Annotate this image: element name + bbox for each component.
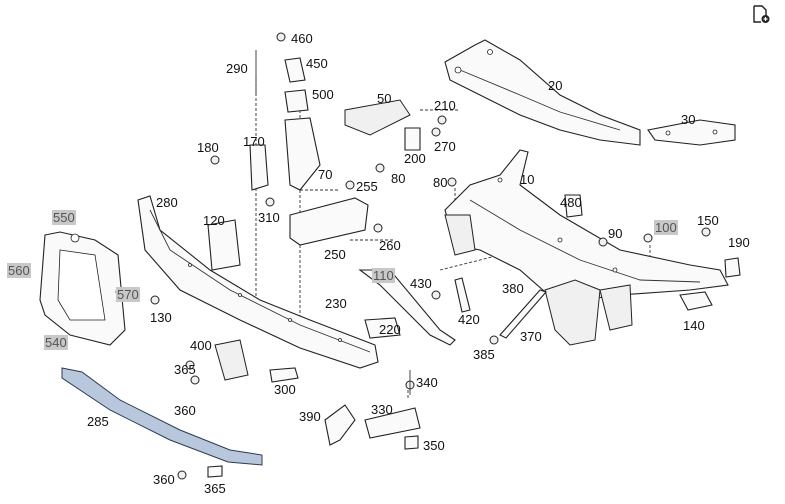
- label-300: 300: [274, 382, 296, 397]
- label-360-a: 360: [174, 403, 196, 418]
- label-290: 290: [226, 61, 248, 76]
- part-20-cross-member: [444, 39, 641, 146]
- label-285: 285: [87, 414, 109, 429]
- label-310: 310: [258, 210, 280, 225]
- label-365-b: 365: [204, 481, 226, 496]
- label-400: 400: [190, 338, 212, 353]
- label-50: 50: [377, 91, 392, 106]
- label-480: 480: [560, 195, 582, 210]
- label-200: 200: [404, 151, 426, 166]
- label-560[interactable]: 560: [7, 263, 31, 278]
- label-370: 370: [520, 329, 542, 344]
- label-150: 150: [697, 213, 719, 228]
- label-80-b: 80: [433, 175, 448, 190]
- part-30-bracket: [647, 119, 736, 146]
- label-540[interactable]: 540: [44, 335, 68, 350]
- add-page-icon[interactable]: [751, 4, 771, 24]
- label-390: 390: [299, 409, 321, 424]
- label-570[interactable]: 570: [116, 287, 140, 302]
- label-460: 460: [291, 31, 313, 46]
- label-420: 420: [458, 312, 480, 327]
- label-70: 70: [318, 167, 333, 182]
- label-365-a: 365: [174, 362, 196, 377]
- label-280: 280: [156, 195, 178, 210]
- label-220: 220: [379, 322, 401, 337]
- label-100[interactable]: 100: [654, 220, 678, 235]
- label-500: 500: [312, 87, 334, 102]
- label-30: 30: [681, 112, 696, 127]
- label-260: 260: [379, 238, 401, 253]
- part-10-main-frame: [444, 149, 729, 346]
- label-180: 180: [197, 140, 219, 155]
- label-550[interactable]: 550: [52, 210, 76, 225]
- label-450: 450: [306, 56, 328, 71]
- misc-parts: [150, 32, 741, 480]
- label-20: 20: [548, 78, 563, 93]
- label-210: 210: [434, 98, 456, 113]
- label-140: 140: [683, 318, 705, 333]
- label-360-b: 360: [153, 472, 175, 487]
- label-190: 190: [728, 235, 750, 250]
- label-110[interactable]: 110: [372, 268, 395, 283]
- label-130: 130: [150, 310, 172, 325]
- label-120: 120: [203, 213, 225, 228]
- label-90: 90: [608, 226, 623, 241]
- label-270: 270: [434, 139, 456, 154]
- part-540-side-bracket: [39, 231, 126, 346]
- label-350: 350: [423, 438, 445, 453]
- part-285-beam: [61, 367, 263, 466]
- label-340: 340: [416, 375, 438, 390]
- label-380: 380: [502, 281, 524, 296]
- label-80-a: 80: [391, 171, 406, 186]
- label-430: 430: [410, 276, 432, 291]
- label-330: 330: [371, 402, 393, 417]
- label-10: 10: [520, 172, 535, 187]
- label-255: 255: [356, 179, 378, 194]
- label-385: 385: [473, 347, 495, 362]
- label-250: 250: [324, 247, 346, 262]
- part-280-bumper-bar: [137, 195, 379, 369]
- label-170: 170: [243, 134, 265, 149]
- label-230: 230: [325, 296, 347, 311]
